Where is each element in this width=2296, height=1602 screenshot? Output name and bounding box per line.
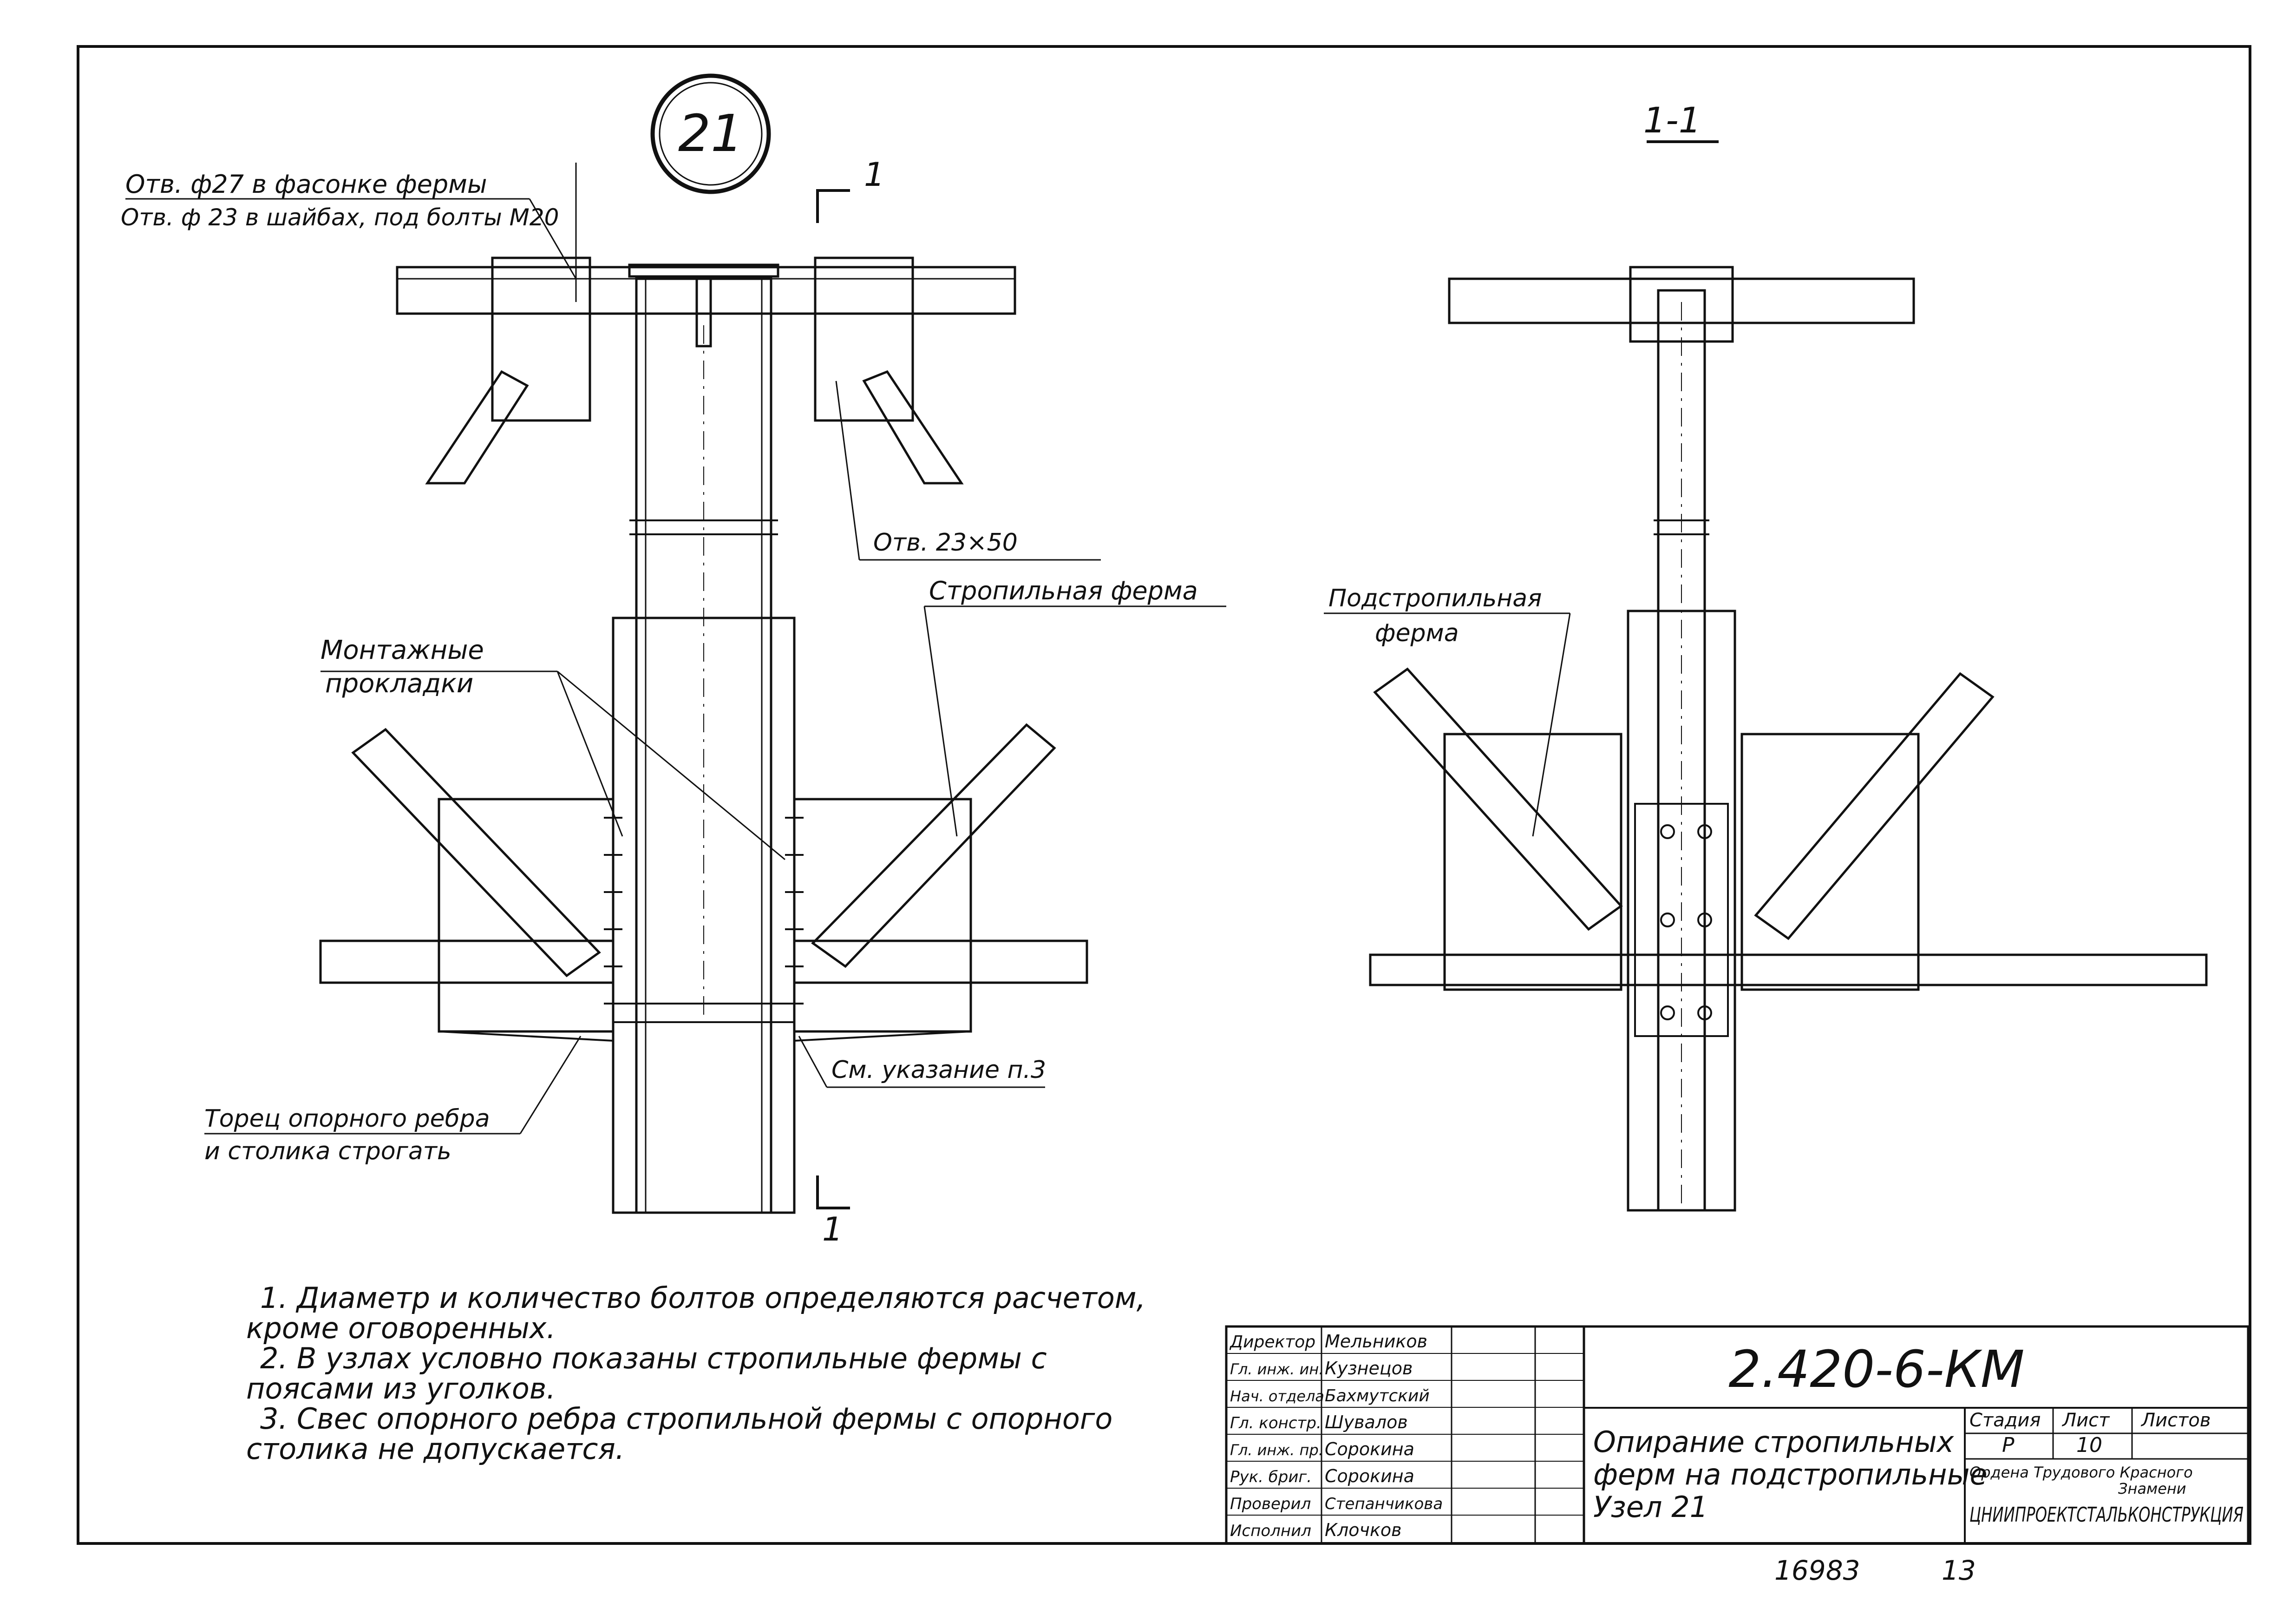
page-number: 13 [1942, 1555, 1976, 1586]
staff-name-7: Клочков [1325, 1520, 1402, 1540]
staff-name-5: Сорокина [1325, 1466, 1414, 1486]
note-line-1: 1. Диаметр и количество болтов определяю… [260, 1281, 1145, 1315]
callout-note3: См. указание п.3 [831, 1056, 1046, 1084]
callout-plane-1: Торец опорного ребра [204, 1105, 490, 1133]
staff-role-1: Гл. инж. ин. [1230, 1360, 1323, 1378]
doc-code: 2.420-6-КМ [1728, 1339, 2024, 1399]
note-line-5: 3. Свес опорного ребра стропильной фермы… [260, 1402, 1112, 1436]
callout-plane-2: и столика строгать [204, 1137, 451, 1165]
staff-role-4: Гл. инж. пр. [1230, 1441, 1323, 1459]
sheets-header: Листов [2140, 1410, 2211, 1431]
callout-slot: Отв. 23×50 [873, 529, 1018, 557]
staff-role-5: Рук. бриг. [1230, 1468, 1312, 1486]
archive-number: 16983 [1774, 1555, 1860, 1586]
sheet-value: 10 [2076, 1433, 2102, 1457]
section-title: 1-1 [1643, 99, 1701, 141]
callout-holes-27: Отв. ф27 в фасонке фермы [125, 170, 487, 199]
staff-name-3: Шувалов [1325, 1412, 1408, 1432]
staff-role-2: Нач. отдела [1230, 1387, 1324, 1405]
callout-sub-truss-2: ферма [1375, 619, 1459, 647]
staff-name-1: Кузнецов [1325, 1358, 1413, 1379]
stage-value: Р [2002, 1433, 2015, 1457]
stage-header: Стадия [1969, 1410, 2041, 1431]
staff-name-2: Бахмутский [1325, 1386, 1430, 1405]
section-1-1-detail: 1-1 Подстропильная ферма [1324, 99, 2208, 1212]
staff-role-3: Гл. констр. [1230, 1414, 1321, 1432]
node-number-circle [650, 73, 771, 194]
note-line-2: кроме оговоренных. [246, 1311, 556, 1345]
callout-shims-1: Монтажные [321, 635, 484, 665]
staff-name-0: Мельников [1325, 1331, 1427, 1352]
org-line-1: Ордена Трудового Красного [1969, 1464, 2193, 1481]
callout-truss: Стропильная ферма [929, 576, 1198, 605]
staff-name-6: Степанчикова [1325, 1495, 1443, 1513]
staff-role-0: Директор [1229, 1333, 1315, 1352]
section-mark-top: 1 [864, 156, 885, 194]
sheet-header: Лист [2061, 1410, 2110, 1431]
general-notes: 1. Диаметр и количество болтов определяю… [246, 1281, 1145, 1466]
staff-role-6: Проверил [1230, 1495, 1311, 1513]
note-line-4: поясами из уголков. [246, 1372, 556, 1405]
drawing-title-1: Опирание стропильных [1593, 1425, 1955, 1459]
drawing-title-2: ферм на подстропильные [1593, 1458, 1988, 1491]
title-block: Директор Мельников Гл. инж. ин. Кузнецов… [1225, 1325, 2250, 1545]
note-line-3: 2. В узлах условно показаны стропильные … [260, 1341, 1047, 1375]
callout-holes-23: Отв. ф 23 в шайбах, под болты М20 [121, 204, 559, 231]
staff-name-4: Сорокина [1325, 1439, 1414, 1459]
drawing-title-3: Узел 21 [1593, 1490, 1708, 1524]
staff-role-7: Исполнил [1230, 1522, 1311, 1540]
sheet-frame [77, 45, 2251, 1545]
org-line-3: ЦНИИПРОЕКТСТАЛЬКОНСТРУКЦИЯ [1969, 1503, 2244, 1527]
node-number: 21 [678, 104, 743, 163]
org-line-2: Знамени [2118, 1480, 2186, 1497]
callout-sub-truss-1: Подстропильная [1328, 584, 1542, 612]
node-21-detail: 21 1 1 [121, 73, 1226, 1248]
note-line-6: столика не допускается. [246, 1432, 625, 1466]
section-mark-bottom: 1 [822, 1210, 843, 1248]
callout-shims-2: прокладки [325, 669, 473, 699]
